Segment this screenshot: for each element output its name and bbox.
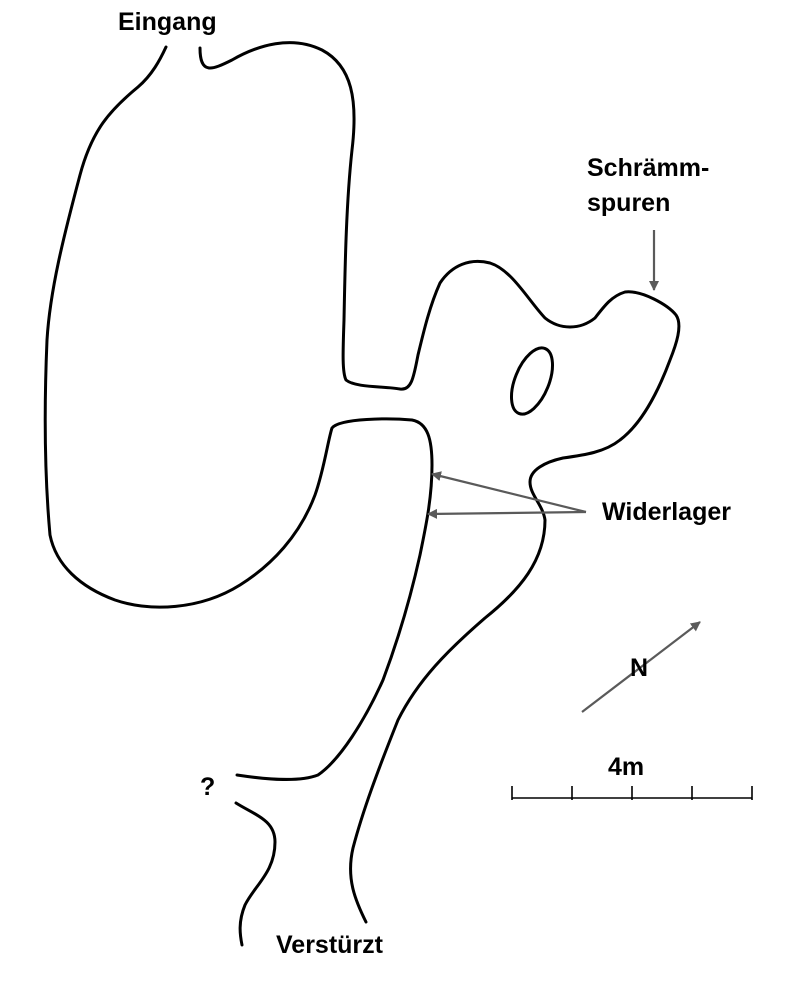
scale-bar-label: 4m — [608, 753, 644, 781]
rock-pillar — [509, 346, 555, 416]
collapsed-label: Verstürzt — [276, 931, 384, 959]
scratch-marks-label-line1: Schrämm- — [587, 154, 709, 182]
north-arrow — [581, 621, 701, 713]
abutment-label: Widerlager — [602, 498, 731, 526]
scale-bar — [511, 786, 753, 800]
abutment-arrow-lower — [427, 508, 587, 519]
entrance-label: Eingang — [118, 8, 217, 36]
abutment-arrow-upper — [431, 471, 587, 514]
lower-branch-outline — [234, 801, 277, 947]
entrance-chamber-outline — [198, 41, 681, 924]
north-label: N — [630, 654, 648, 682]
lower-chamber-outline — [43, 45, 434, 781]
unknown-passage-label: ? — [200, 773, 215, 801]
scratch-marks-label-line2: spuren — [587, 189, 670, 217]
